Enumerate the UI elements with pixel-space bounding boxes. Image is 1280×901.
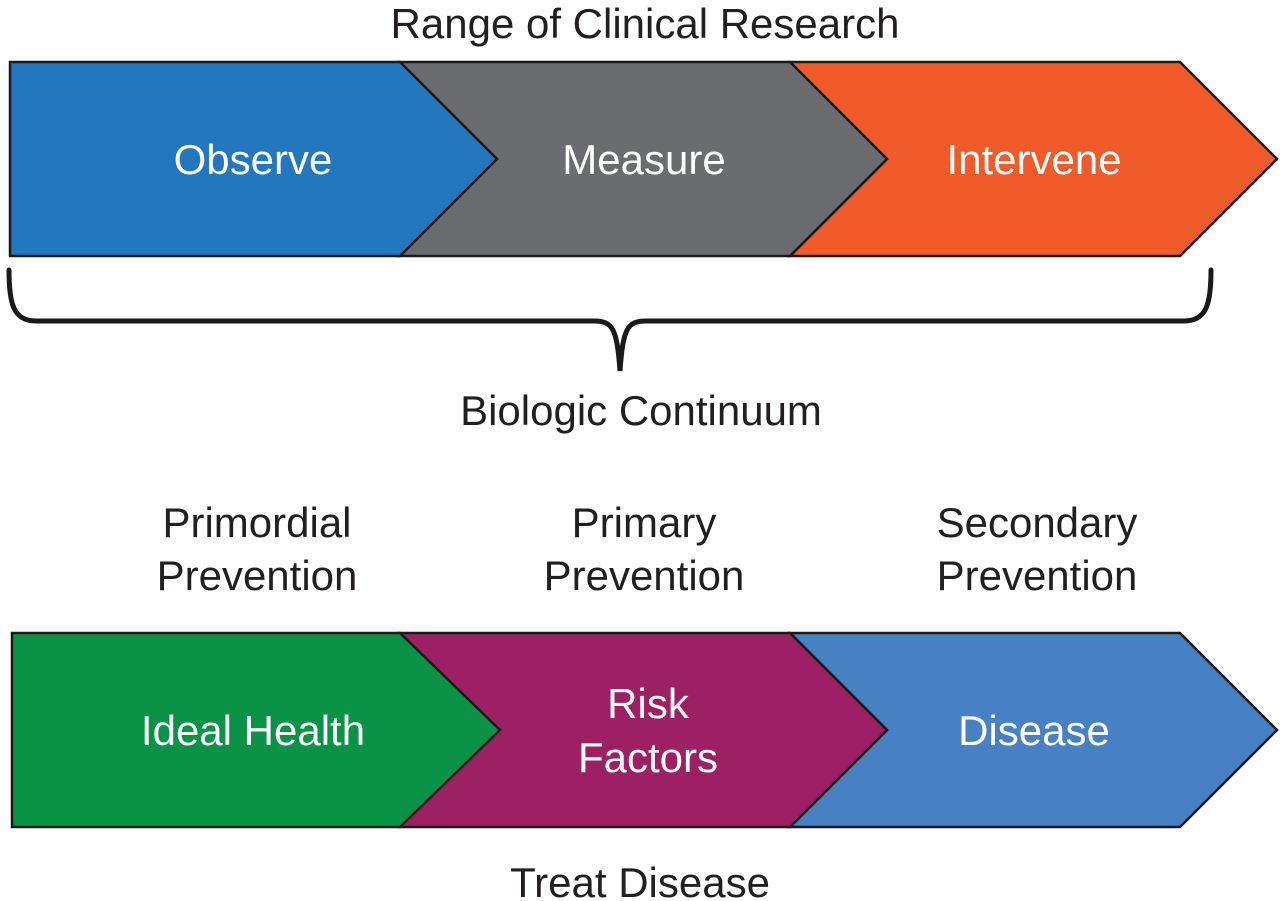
secondary-prevention-label-line2: Prevention (937, 552, 1138, 599)
primary-prevention-label-line2: Prevention (544, 552, 745, 599)
measure-arrow-label: Measure (562, 136, 725, 183)
ideal-health-arrow-label: Ideal Health (141, 707, 365, 754)
research-arrow-row: Observe Measure Intervene (8, 60, 1279, 258)
diagram-title: Range of Clinical Research (391, 0, 900, 47)
secondary-prevention-label-line1: Secondary (937, 499, 1138, 546)
intervene-arrow-label: Intervene (946, 136, 1121, 183)
brace (6, 267, 1214, 372)
risk-factors-arrow-label-line1: Risk (607, 680, 690, 727)
disease-arrow-label: Disease (958, 707, 1110, 754)
primordial-prevention-label-line1: Primordial (162, 499, 351, 546)
prevention-labels-row: Primordial Prevention Primary Prevention… (157, 499, 1138, 599)
continuum-arrow-row: Ideal Health Risk Factors Disease (10, 631, 1279, 829)
primordial-prevention-label-line2: Prevention (157, 552, 358, 599)
treat-disease-label: Treat Disease (510, 859, 770, 901)
biologic-continuum-label: Biologic Continuum (460, 387, 822, 434)
observe-arrow-shape (8, 60, 499, 258)
primary-prevention-label-line1: Primary (572, 499, 717, 546)
observe-arrow-label: Observe (174, 136, 333, 183)
ideal-health-arrow-shape (10, 631, 502, 829)
risk-factors-arrow-label-line2: Factors (578, 734, 718, 781)
